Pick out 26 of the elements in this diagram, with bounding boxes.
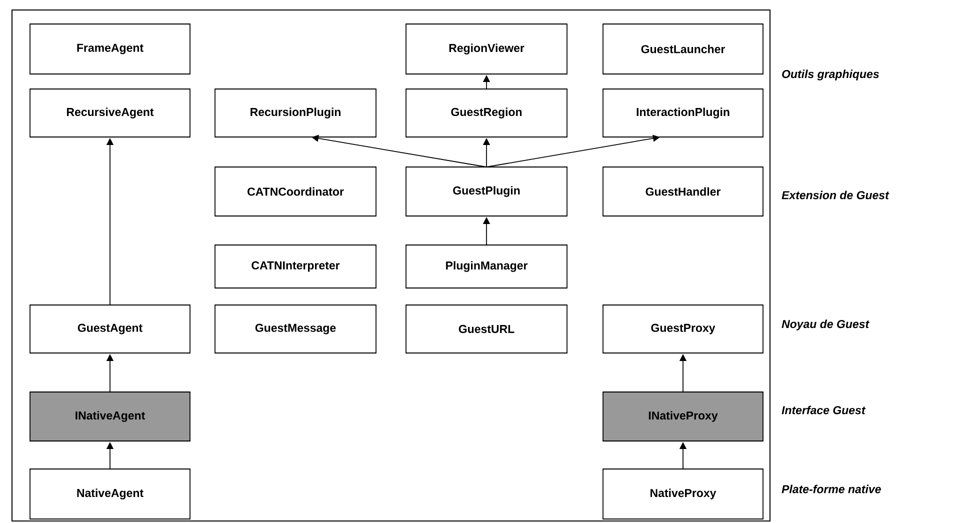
class-box: FrameAgent [30,24,190,74]
class-box: RecursionPlugin [214,88,376,138]
class-box: PluginManager [406,244,568,288]
diagram-frame [12,10,770,522]
class-box: GuestPlugin [406,166,568,216]
layer-label: Noyau de Guest [782,320,870,330]
class-box: GuestHandler [602,166,764,216]
layer-label: Plate-forme native [782,484,881,494]
class-box: CATNCoordinator [214,166,376,216]
class-box: NativeAgent [30,468,190,520]
class-box: GuestAgent [30,304,190,354]
layer-label: Outils graphiques [782,70,879,80]
class-box: INativeProxy [602,392,764,442]
class-box: NativeProxy [602,468,764,520]
class-box: GuestURL [406,304,568,354]
class-box: InteractionPlugin [602,88,764,138]
class-box: GuestProxy [602,304,764,354]
class-box: GuestMessage [214,304,376,354]
class-box: CATNInterpreter [214,244,376,288]
layer-label: Interface Guest [782,406,866,414]
class-box: GuestRegion [406,88,568,138]
class-box: GuestLauncher [602,24,764,74]
class-box: RegionViewer [406,24,568,74]
class-box: RecursiveAgent [30,88,190,138]
layer-label: Extension de Guest [782,190,890,200]
class-box: INativeAgent [30,392,190,442]
